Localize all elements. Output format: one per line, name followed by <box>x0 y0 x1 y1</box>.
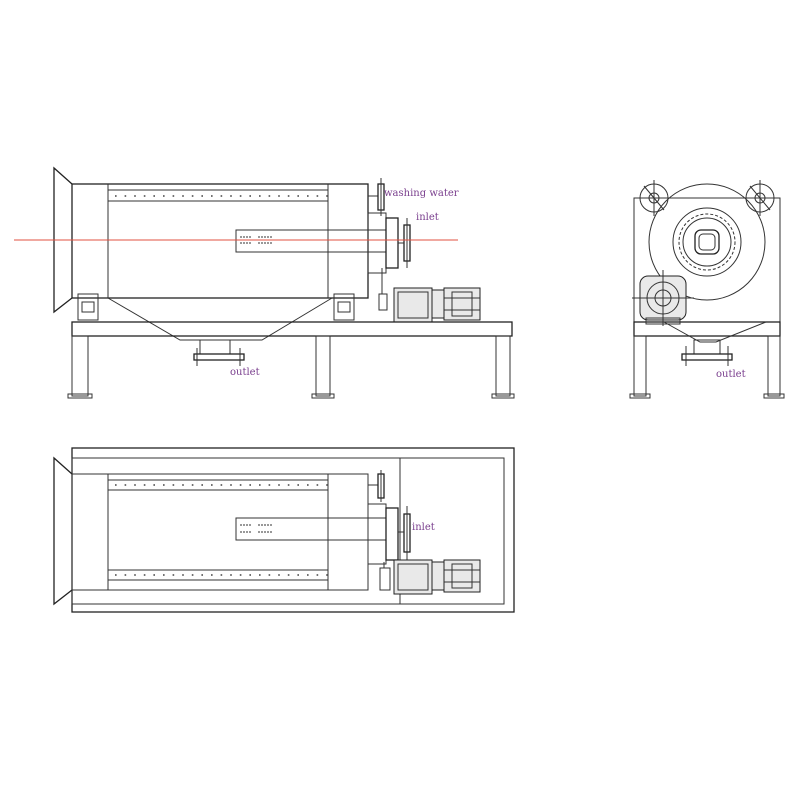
end-gearbox <box>632 270 694 326</box>
end-frame <box>629 197 785 399</box>
label-washing-water: washing water <box>384 188 459 199</box>
side-drum-supports <box>77 293 355 321</box>
label-outlet-end: outlet <box>716 369 746 380</box>
side-view: washing water inlet outlet <box>14 166 515 399</box>
end-outlet <box>681 339 733 366</box>
top-motor <box>379 559 481 595</box>
label-inlet-side: inlet <box>416 212 439 223</box>
side-outlet <box>193 339 245 366</box>
side-drum <box>71 183 387 341</box>
side-inlet-flange <box>367 212 411 274</box>
end-bearing-left <box>636 180 672 216</box>
top-washing-water-pipe <box>368 470 385 502</box>
side-frame <box>67 321 515 399</box>
top-funnel <box>53 456 73 606</box>
end-drum <box>648 183 766 301</box>
side-motor <box>378 268 481 323</box>
top-view: inlet <box>53 447 515 613</box>
top-inlet-flange <box>367 503 411 565</box>
end-view: outlet <box>629 180 785 399</box>
top-drum <box>71 473 387 591</box>
label-outlet-side: outlet <box>230 367 260 378</box>
end-bearing-right <box>742 180 778 216</box>
side-washing-water-pipe <box>368 178 385 216</box>
label-inlet-top: inlet <box>412 522 435 533</box>
